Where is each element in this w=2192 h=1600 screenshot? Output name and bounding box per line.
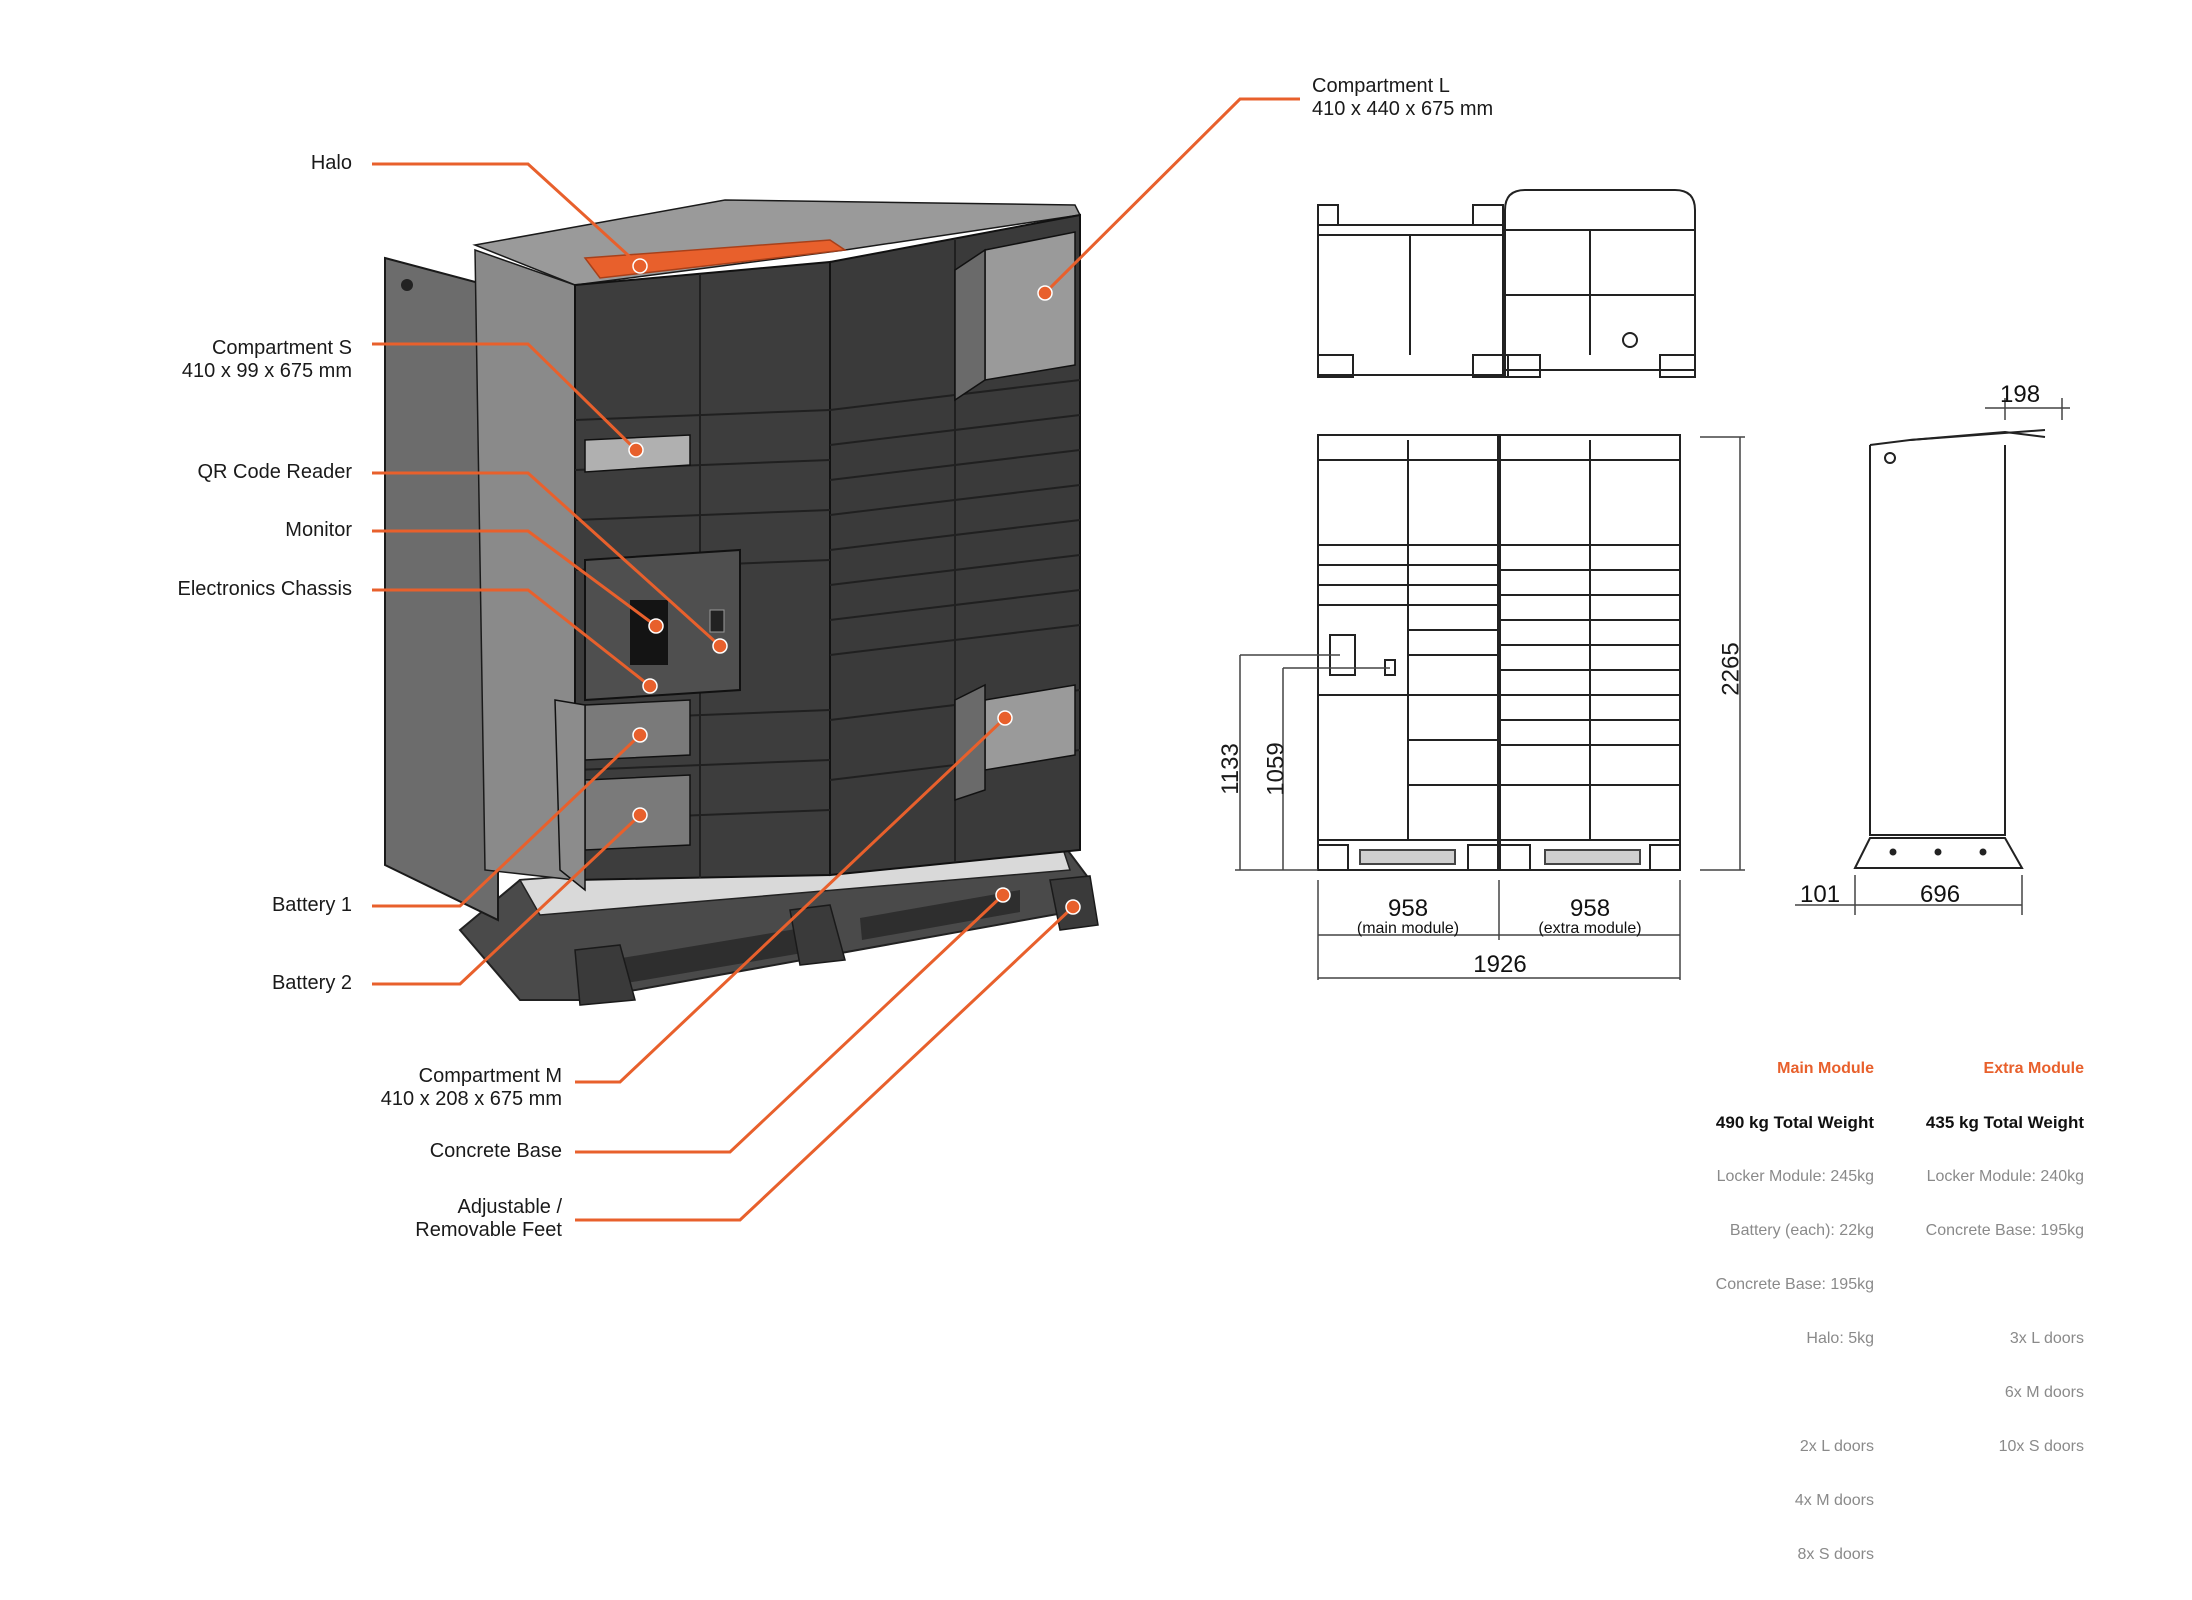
dim-base-offset: 101 bbox=[1800, 881, 1841, 908]
spec-main-door: 8x S doors bbox=[1797, 1546, 1874, 1563]
spec-extra-total: 435 kg Total Weight bbox=[1925, 1113, 2084, 1132]
spec-main-line: Locker Module: 245kg bbox=[1716, 1168, 1874, 1185]
compartment-l-shape bbox=[984, 231, 1076, 381]
callout-compartment-s: Compartment S 410 x 99 x 675 mm bbox=[181, 337, 352, 382]
callout-monitor: Monitor bbox=[285, 519, 352, 541]
spec-main-heading: Main Module bbox=[1777, 1060, 1874, 1077]
dim-extra-caption: (extra module) bbox=[1538, 920, 1642, 937]
callout-adjustable-feet: Adjustable / Removable Feet bbox=[415, 1196, 562, 1241]
spec-main-door: 4x M doors bbox=[1794, 1492, 1874, 1509]
halo-shape bbox=[583, 239, 848, 279]
spec-main-line: Halo: 5kg bbox=[1806, 1330, 1874, 1347]
callout-concrete-base: Concrete Base bbox=[429, 1140, 562, 1162]
dim-total-height: 2265 bbox=[1717, 642, 1745, 696]
side-dimension-lines bbox=[1795, 398, 2070, 915]
callout-dots bbox=[628, 258, 1081, 915]
dim-halo-depth: 198 bbox=[2000, 381, 2041, 408]
callout-qr-code-reader: QR Code Reader bbox=[197, 461, 352, 483]
dim-height-1059: 1059 bbox=[1262, 742, 1290, 796]
dim-extra-width: 958 bbox=[1570, 895, 1611, 922]
foot-shape bbox=[574, 944, 636, 1006]
dim-main-caption: (main module) bbox=[1356, 920, 1460, 937]
dim-depth: 696 bbox=[1920, 881, 1961, 908]
front-dimension-lines bbox=[1235, 436, 1745, 980]
spec-main-line: Battery (each): 22kg bbox=[1729, 1222, 1874, 1239]
spec-extra-line: Locker Module: 240kg bbox=[1926, 1168, 2084, 1185]
qr-reader-shape bbox=[709, 609, 725, 633]
spec-extra-door: 3x L doors bbox=[2009, 1330, 2084, 1347]
dim-total-width: 1926 bbox=[1473, 951, 1527, 978]
spec-extra-door: 10x S doors bbox=[1998, 1438, 2084, 1455]
callout-halo: Halo bbox=[310, 152, 352, 174]
front-elevation-drawing bbox=[1317, 434, 1681, 871]
callout-battery-2: Battery 2 bbox=[271, 972, 352, 994]
spec-extra-heading: Extra Module bbox=[1983, 1060, 2084, 1077]
compartment-m-shape bbox=[984, 684, 1076, 771]
dim-height-1133: 1133 bbox=[1216, 743, 1244, 795]
locker-isometric-model bbox=[384, 199, 1099, 1006]
callout-electronics-chassis: Electronics Chassis bbox=[177, 578, 352, 600]
spec-main-line: Concrete Base: 195kg bbox=[1715, 1276, 1874, 1293]
locker-technical-drawing bbox=[372, 97, 2070, 1222]
callout-leaders bbox=[372, 97, 1300, 1222]
spec-main-module: Main Module 490 kg Total Weight Locker M… bbox=[1716, 1024, 1874, 1600]
side-elevation-drawing bbox=[1853, 429, 2046, 869]
spec-main-total: 490 kg Total Weight bbox=[1715, 1113, 1874, 1132]
callout-compartment-l: Compartment L 410 x 440 x 675 mm bbox=[1312, 75, 1494, 120]
locker-spec-sheet: Halo Compartment S 410 x 99 x 675 mm QR … bbox=[177, 75, 2084, 1563]
top-view-drawing bbox=[1317, 189, 1696, 378]
spec-extra-module: Extra Module 435 kg Total Weight Locker … bbox=[1926, 1024, 2084, 1492]
spec-extra-door: 6x M doors bbox=[2004, 1384, 2084, 1401]
callout-battery-1: Battery 1 bbox=[271, 894, 352, 916]
callout-compartment-m: Compartment M 410 x 208 x 675 mm bbox=[380, 1065, 562, 1110]
spec-extra-line: Concrete Base: 195kg bbox=[1925, 1222, 2084, 1239]
spec-main-door: 2x L doors bbox=[1799, 1438, 1874, 1455]
dim-main-width: 958 bbox=[1388, 895, 1429, 922]
